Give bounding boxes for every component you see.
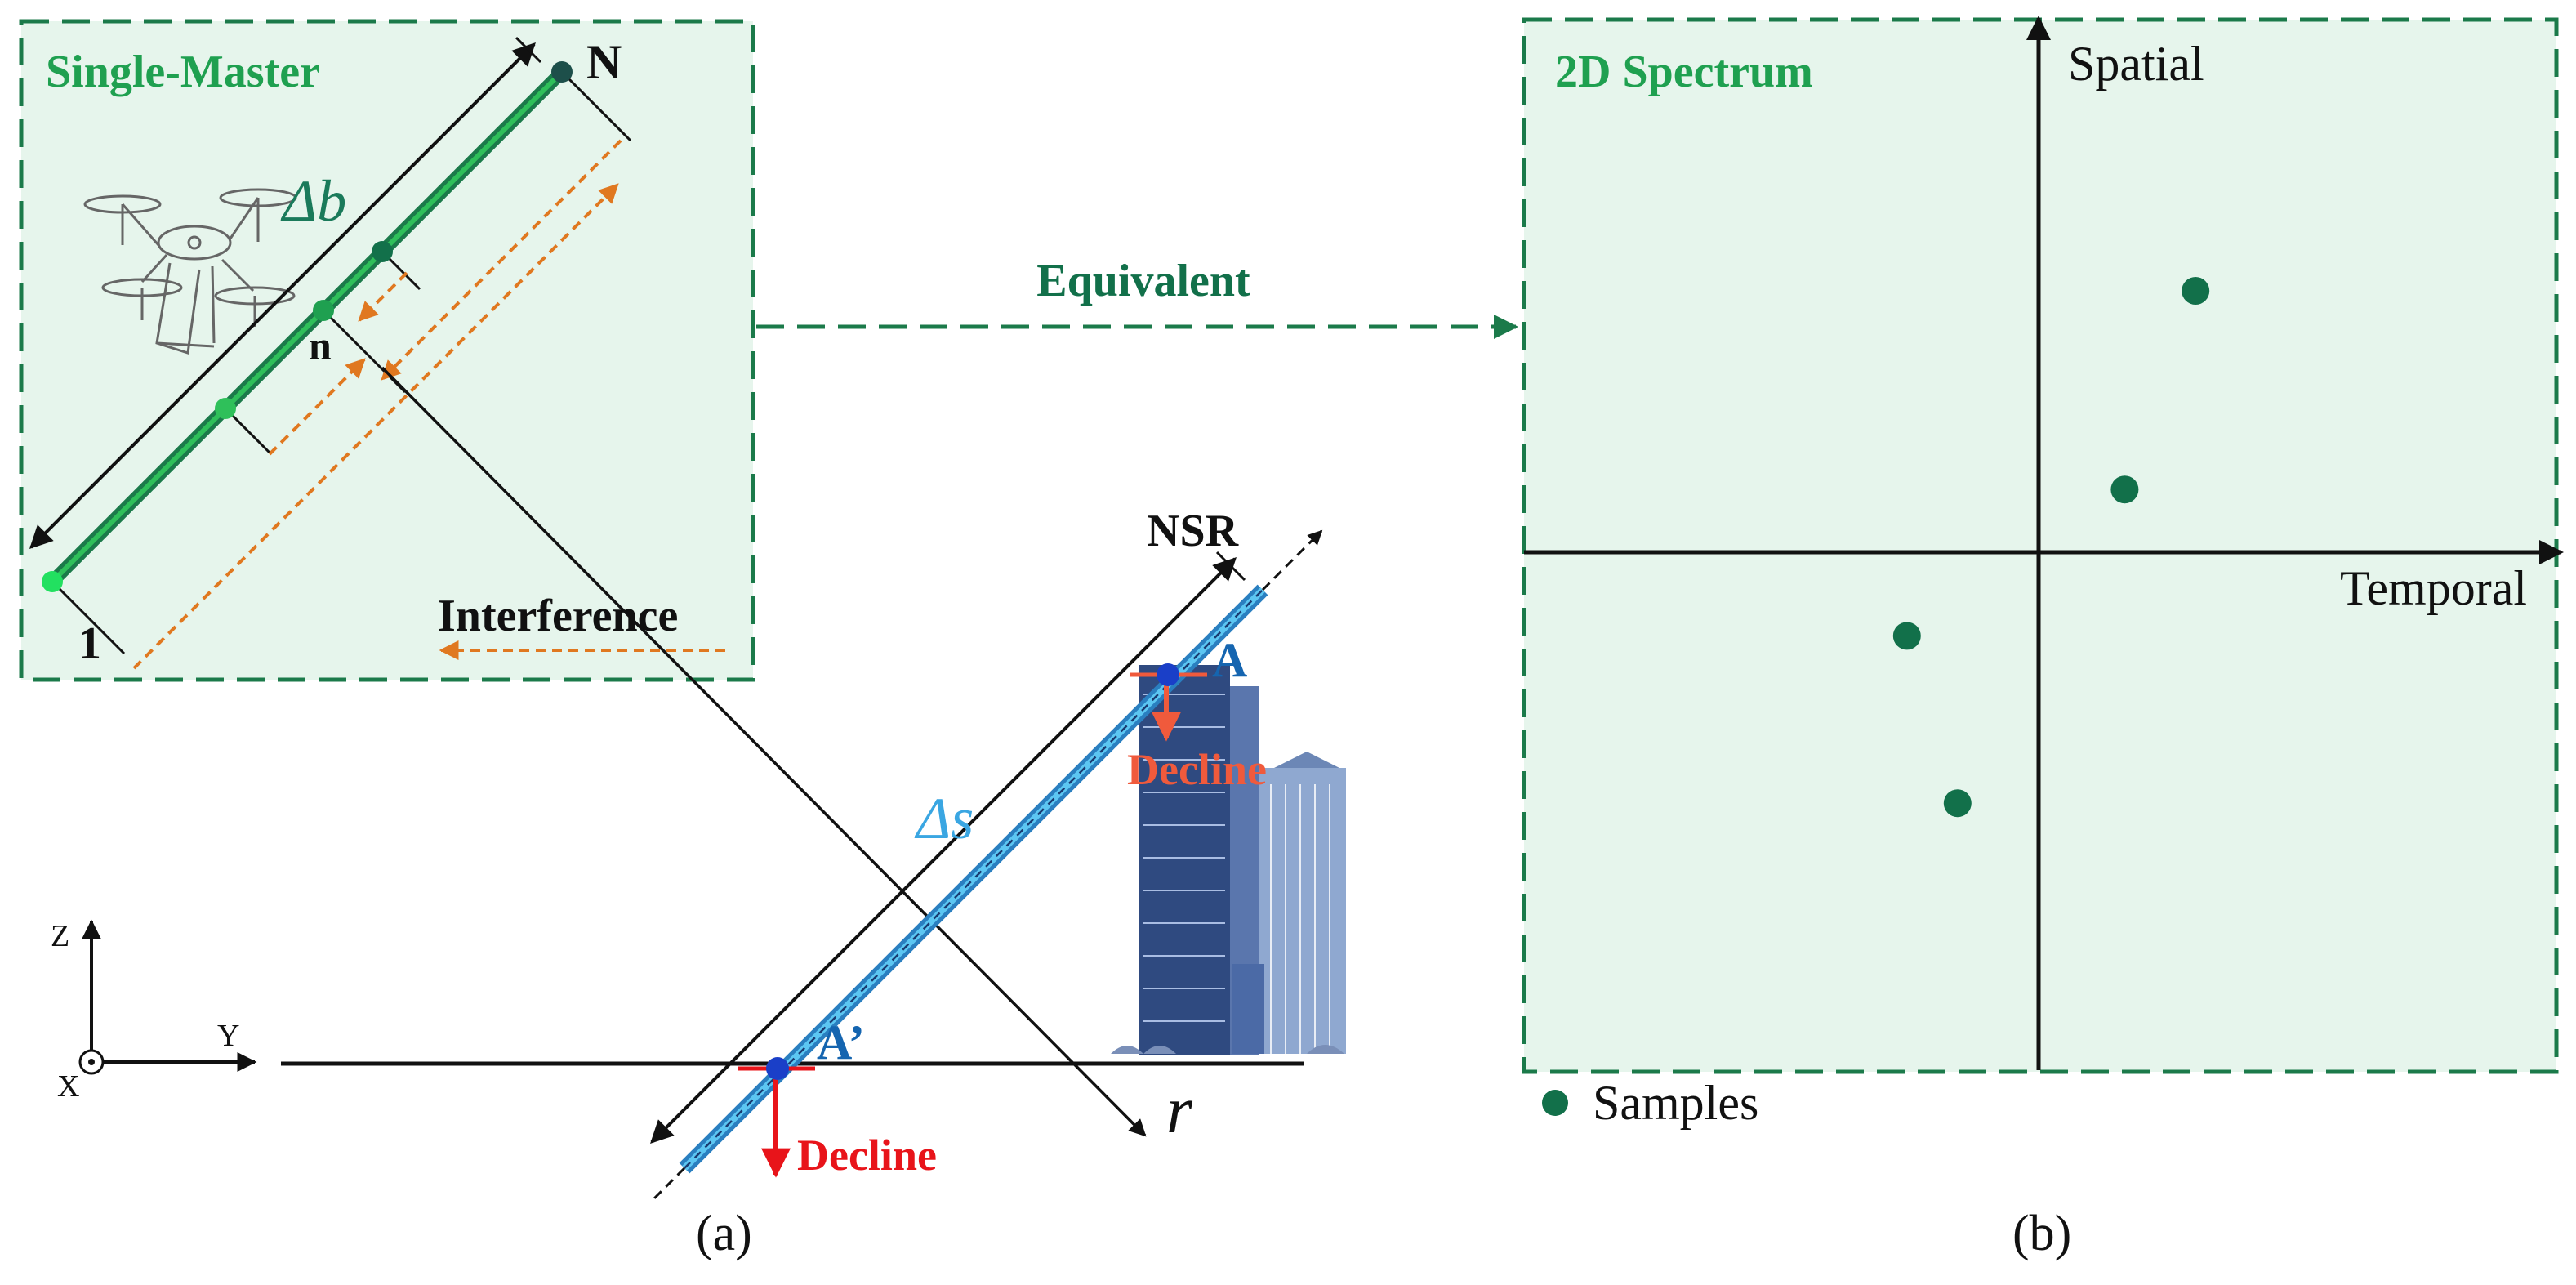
sample-point-3	[1892, 622, 1921, 650]
sample-point-2	[2110, 475, 2139, 504]
building-icon	[1111, 665, 1346, 1055]
legend-sample-marker	[1542, 1090, 1568, 1116]
baseline-end-tick-top	[515, 36, 542, 64]
caption-b: (b)	[2012, 1206, 2071, 1261]
sample-point-4	[1943, 789, 1972, 818]
nsr-label: NSR	[1147, 506, 1239, 556]
temporal-axis-label: Temporal	[2340, 561, 2527, 615]
single-master-panel	[19, 19, 755, 682]
interference-arrow-2	[358, 271, 408, 322]
caption-a: (a)	[696, 1206, 752, 1261]
axis-z-label: Z	[51, 919, 69, 953]
nsr-extension-bottom	[652, 1167, 686, 1201]
decline-label-bottom: Decline	[797, 1131, 937, 1180]
samples-layer	[1892, 277, 2210, 818]
tick-1	[51, 580, 126, 655]
single-master-title: Single-Master	[46, 47, 320, 97]
nsr-dimension-line	[650, 557, 1237, 1144]
spatial-axis-label: Spatial	[2068, 37, 2204, 91]
point-A	[1157, 663, 1179, 686]
interference-arrow-1	[381, 139, 622, 381]
axis-y-label: Y	[217, 1019, 239, 1053]
decline-label-top: Decline	[1127, 745, 1267, 794]
interference-label: Interference	[438, 591, 678, 641]
label-n: n	[309, 323, 332, 368]
label-A: A	[1212, 633, 1247, 687]
nsr-end-tick-top	[1215, 551, 1246, 582]
baseline-point-1	[42, 571, 63, 592]
baseline-point-N	[551, 61, 573, 83]
label-A-prime: A’	[817, 1015, 865, 1069]
sample-point-1	[2182, 277, 2210, 305]
label-1: 1	[78, 618, 101, 669]
baseline-point-mid	[215, 398, 236, 419]
range-label: r	[1166, 1073, 1193, 1147]
delta-s-label: Δs	[914, 786, 974, 851]
baseline-line-highlight	[50, 69, 564, 584]
delta-b-label: Δb	[280, 168, 346, 234]
legend-samples-label: Samples	[1593, 1076, 1758, 1130]
label-N: N	[586, 35, 622, 89]
baseline-dimension-line	[29, 42, 536, 549]
range-direction-line	[381, 366, 1147, 1137]
axis-x-label: X	[57, 1069, 79, 1104]
baseline-point-n	[313, 300, 334, 321]
spectrum-title: 2D Spectrum	[1555, 47, 1813, 97]
nsr-extension-top	[1261, 529, 1323, 591]
interference-arrow-3	[268, 358, 366, 456]
tick-N	[560, 70, 632, 142]
coordinate-axes	[78, 919, 257, 1075]
equivalent-label: Equivalent	[1036, 256, 1250, 306]
point-A-prime	[766, 1057, 789, 1080]
baseline-point-pre-n	[372, 241, 393, 262]
